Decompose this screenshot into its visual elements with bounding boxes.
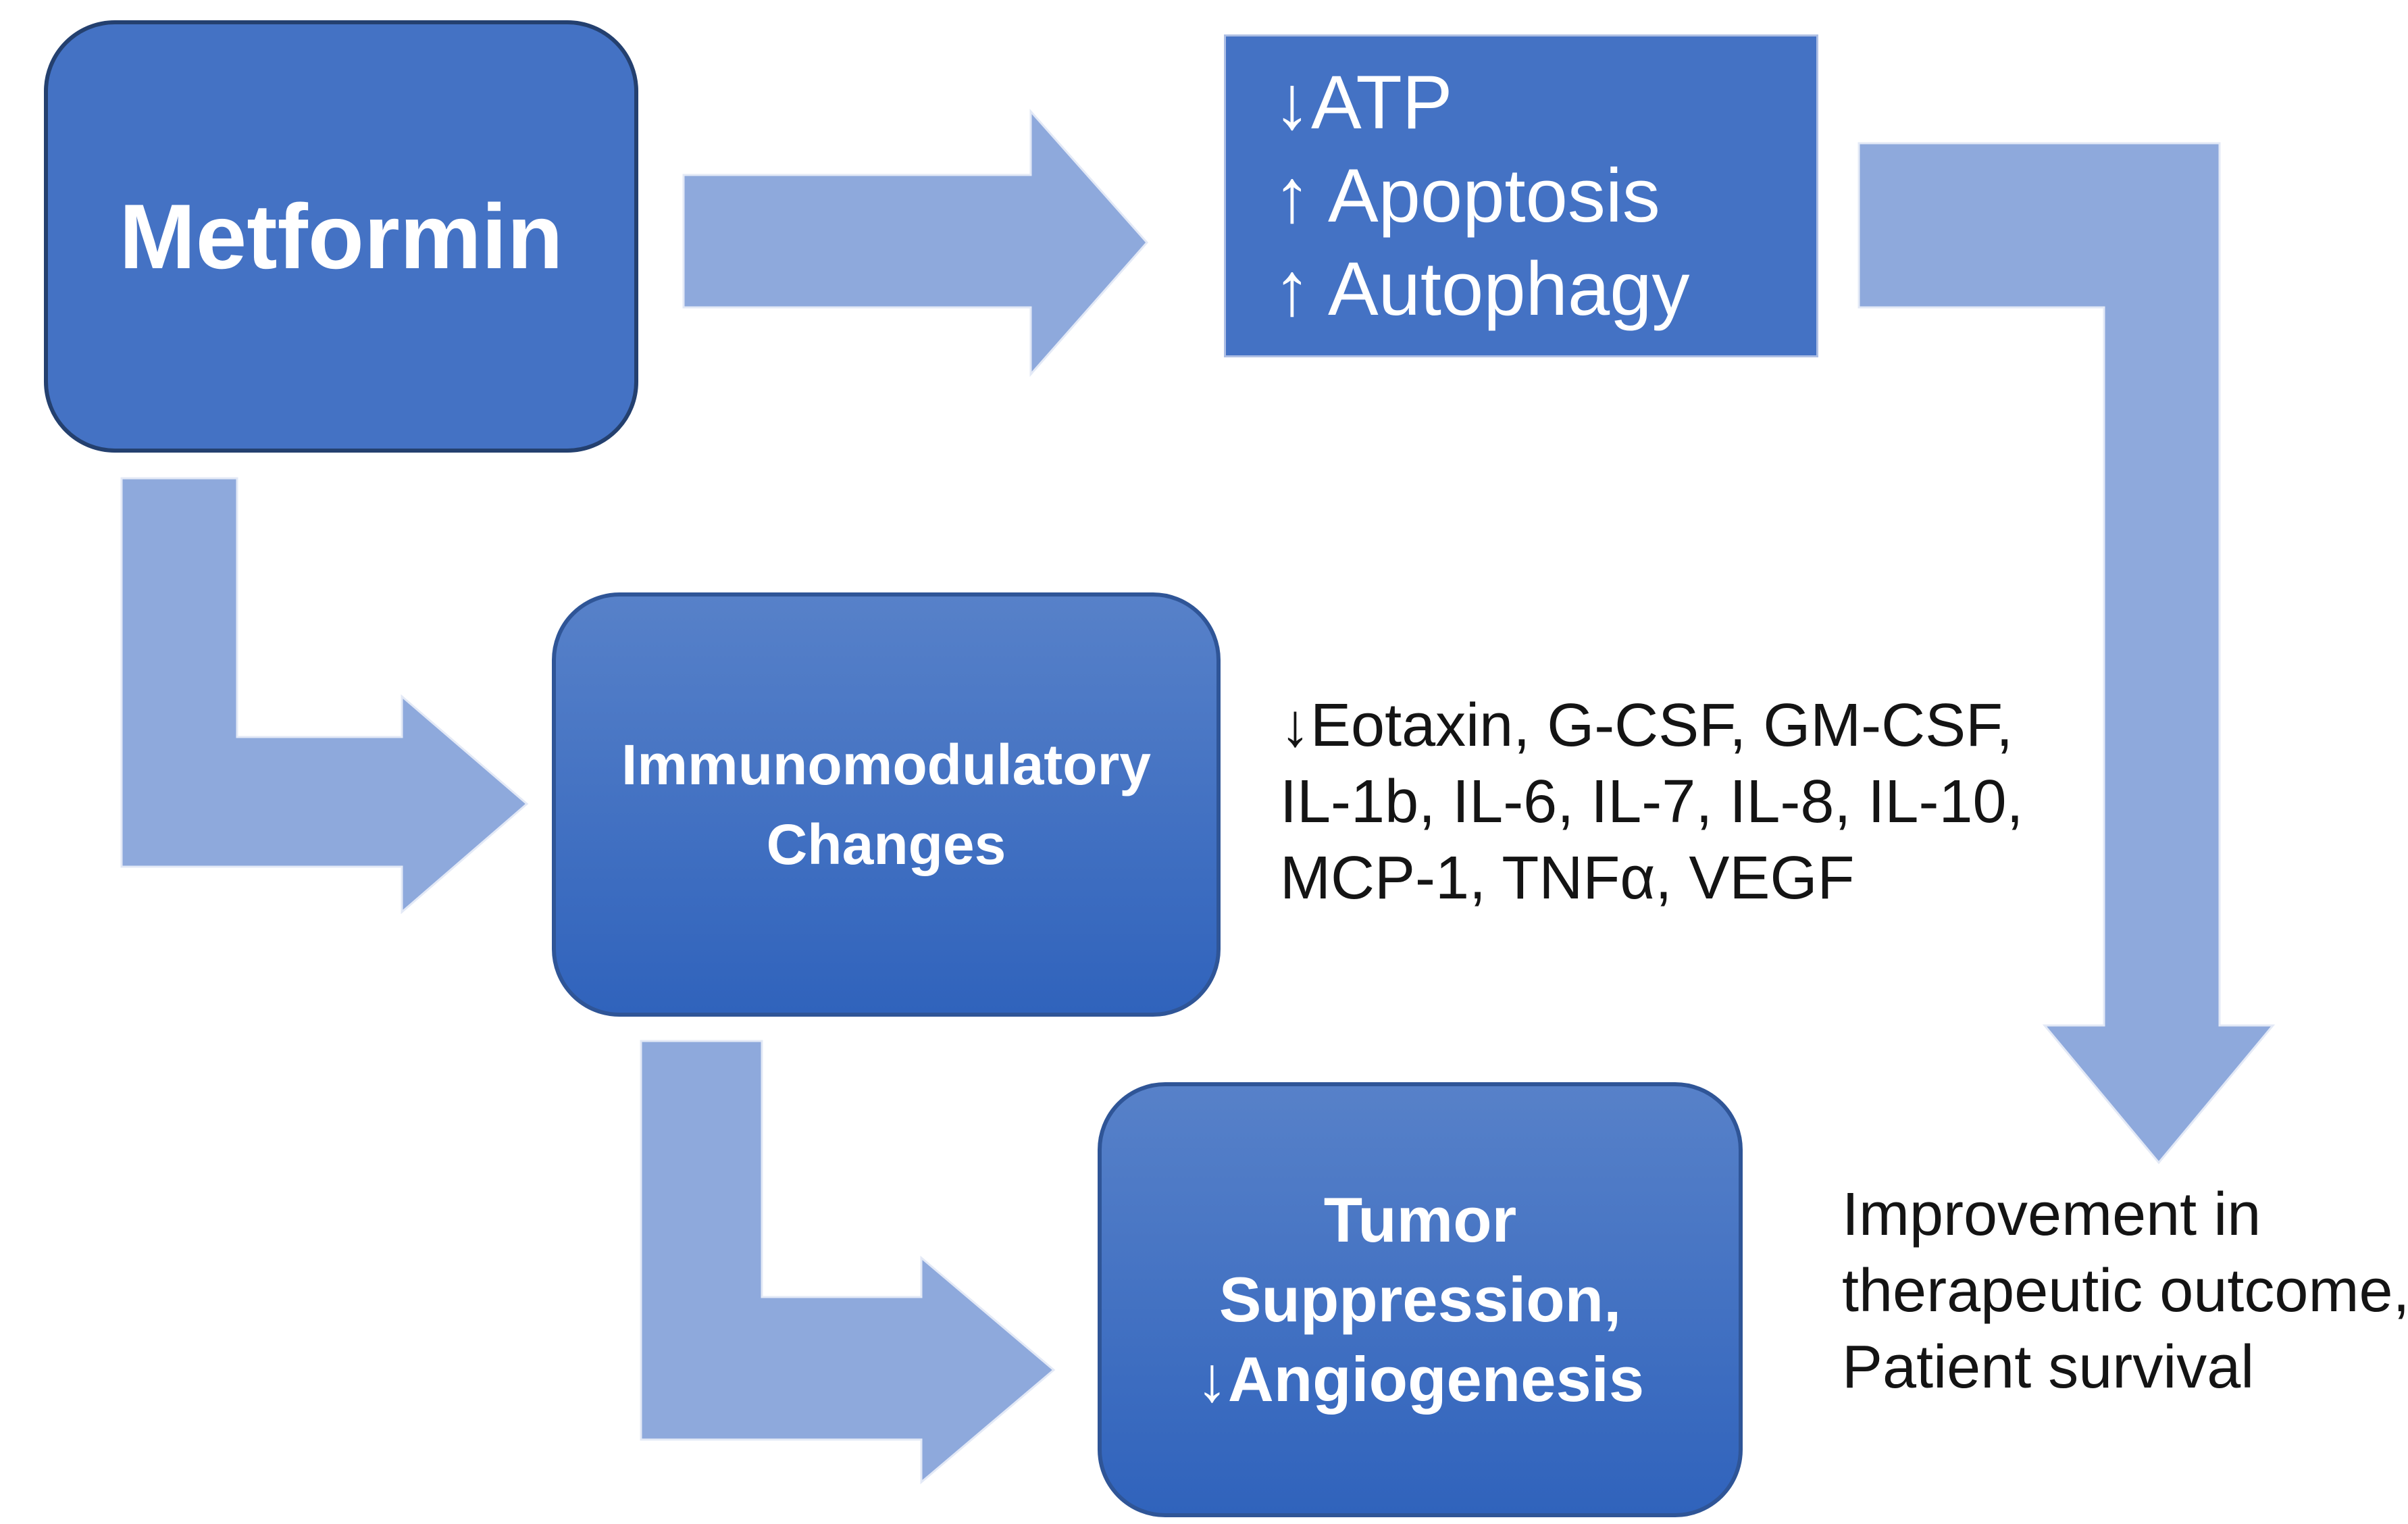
atp-effects-line: ↑ Apoptosis — [1273, 153, 1660, 238]
node-metformin: Metformin — [44, 20, 638, 453]
node-immunomodulatory-changes: Immunomodulatory Changes — [552, 592, 1221, 1017]
node-atp-effects: ↓ATP ↑ Apoptosis ↑ Autophagy — [1224, 34, 1818, 357]
cytokine-list-line: IL-1b, IL-6, IL-7, IL-8, IL-10, — [1280, 768, 2024, 836]
elbow-down-right-arrow-icon — [640, 1040, 1056, 1485]
outcome-line: Improvement in — [1842, 1181, 2261, 1248]
atp-effects-line: ↓ATP — [1273, 60, 1453, 145]
elbow-down-right-arrow-icon — [120, 477, 529, 915]
outcome-text: Improvement in therapeutic outcome, Pati… — [1842, 1177, 2408, 1406]
tumor-suppression-line: Suppression, — [1219, 1264, 1622, 1335]
right-arrow-icon — [682, 109, 1149, 377]
node-tumor-suppression: Tumor Suppression, ↓Angiogenesis — [1098, 1082, 1743, 1517]
tumor-suppression-line: ↓Angiogenesis — [1196, 1344, 1645, 1415]
cytokine-list-text: ↓Eotaxin, G-CSF, GM-CSF, IL-1b, IL-6, IL… — [1280, 688, 2024, 917]
elbow-right-down-arrow-icon — [1858, 142, 2276, 1165]
outcome-line: therapeutic outcome, — [1842, 1257, 2408, 1325]
immunomodulatory-line: Changes — [766, 813, 1006, 876]
immunomodulatory-line: Immunomodulatory — [621, 733, 1151, 796]
cytokine-list-line: MCP-1, TNFα, VEGF — [1280, 844, 1855, 912]
tumor-suppression-line: Tumor — [1323, 1184, 1517, 1255]
outcome-line: Patient survival — [1842, 1334, 2255, 1401]
cytokine-list-line: ↓Eotaxin, G-CSF, GM-CSF, — [1280, 692, 2014, 759]
metformin-label: Metformin — [119, 185, 563, 288]
atp-effects-line: ↑ Autophagy — [1273, 247, 1690, 331]
